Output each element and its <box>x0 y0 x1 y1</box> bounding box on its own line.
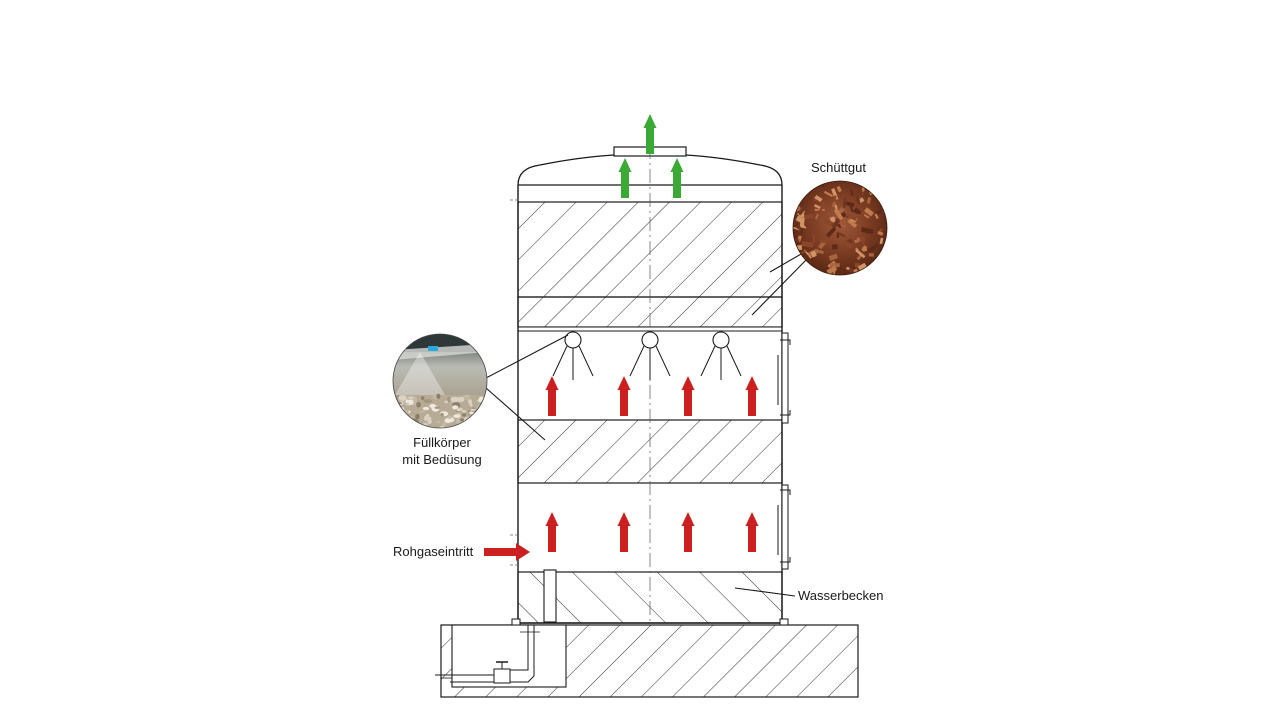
overflow-pipe <box>543 569 557 623</box>
spray-nozzle <box>552 331 594 380</box>
raw-gas-arrow-lower <box>681 512 695 552</box>
raw-gas-flow-arrows <box>545 376 759 552</box>
raw-gas-arrow-lower <box>545 512 559 552</box>
inlet-arrow-shape <box>484 543 530 561</box>
spray-nozzle <box>629 331 671 380</box>
packing-with-nozzles-photo <box>392 333 488 429</box>
spray-nozzles <box>552 331 742 380</box>
clean-gas-arrow <box>618 158 632 198</box>
scrubber-tank <box>510 145 791 626</box>
raw-gas-arrow-upper <box>681 376 695 416</box>
nozzle-highlight <box>428 346 438 351</box>
raw-gas-arrow-lower <box>617 512 631 552</box>
drain-pipe-with-valve <box>435 625 540 684</box>
support-grid <box>517 326 783 332</box>
label-fuellkoerper: Füllkörper <box>413 435 471 450</box>
inspection-door-upper <box>777 332 791 424</box>
clean-gas-outlet-arrow <box>643 114 657 154</box>
foundation <box>440 624 859 698</box>
label-rohgaseintritt: Rohgaseintritt <box>393 544 474 559</box>
inspection-door-lower <box>777 484 791 570</box>
raw-gas-arrow-upper <box>745 376 759 416</box>
raw-gas-arrow-upper <box>545 376 559 416</box>
raw-gas-arrow-upper <box>617 376 631 416</box>
raw-gas-arrow-lower <box>745 512 759 552</box>
leader-lines <box>485 249 809 597</box>
raw-gas-inlet-arrow <box>484 543 530 561</box>
label-mit-beduesung: mit Bedüsung <box>402 452 482 467</box>
label-wasserbecken: Wasserbecken <box>798 588 884 603</box>
label-schuettgut: Schüttgut <box>811 160 866 175</box>
clean-gas-flow-arrows <box>618 114 684 198</box>
clean-gas-arrow <box>670 158 684 198</box>
spray-nozzle <box>700 331 742 380</box>
